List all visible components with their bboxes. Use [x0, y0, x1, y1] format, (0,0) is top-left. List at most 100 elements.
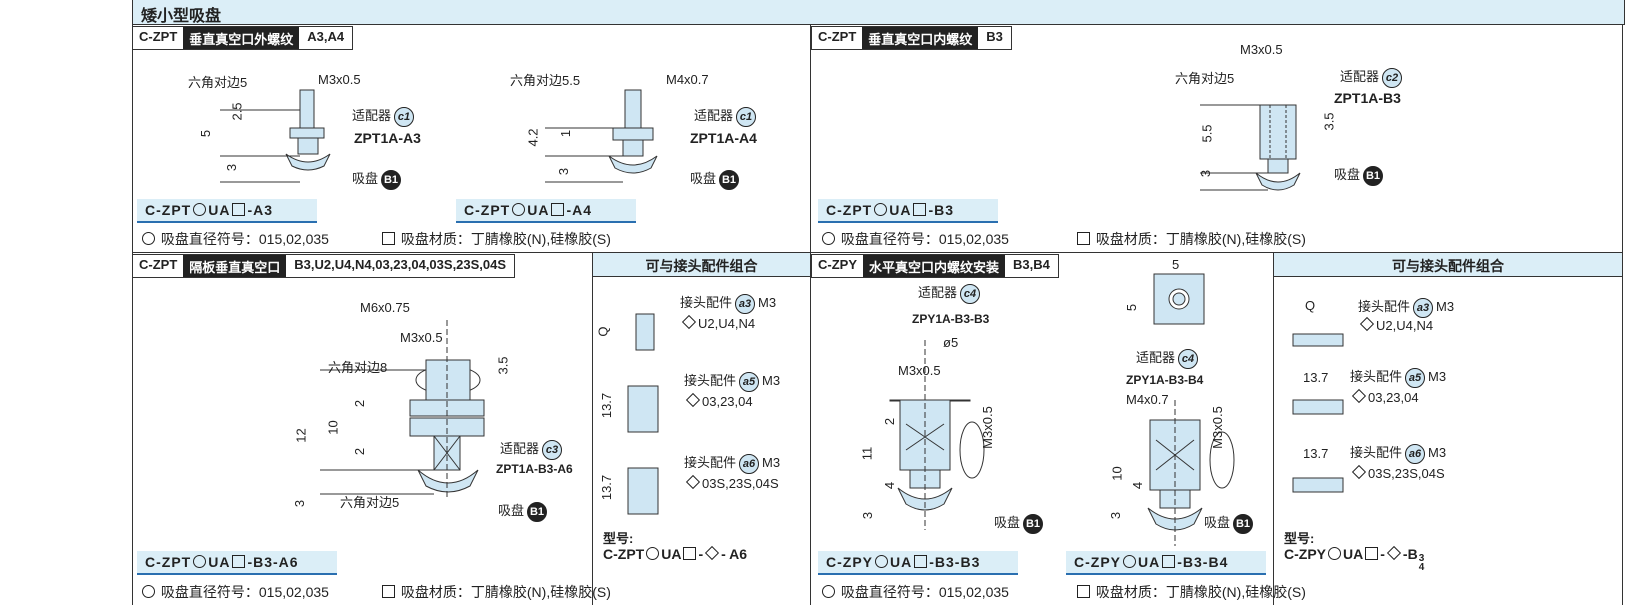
panel-code: C-ZPT: [812, 27, 863, 49]
dim-2a: 2: [352, 399, 368, 408]
fitting-a6-codes-left: 03S,23S,04S: [684, 474, 779, 491]
badge-b1-icon: B1: [1023, 513, 1044, 534]
dim-3-5b: 3.5: [495, 356, 511, 375]
note-text: 吸盘材质：丁腈橡胶(N),硅橡胶(S): [400, 584, 611, 600]
panel-variants: A3,A4: [307, 29, 345, 44]
circle-symbol-icon: [142, 232, 155, 245]
label-zpt1a-a3: ZPT1A-A3: [354, 130, 421, 146]
box-symbol-icon: [683, 547, 697, 560]
panel-code: C-ZPY: [812, 255, 863, 277]
dim-4a: 4: [882, 481, 898, 490]
panel-header-p1: C-ZPT 垂直真空口外螺纹 A3,A4: [132, 26, 354, 50]
model-ua: UA: [208, 554, 231, 570]
panel-name: 垂直真空口外螺纹: [183, 27, 300, 49]
model-prefix: C-ZPT: [145, 202, 192, 218]
model-dash: -: [698, 546, 704, 562]
dim-2c: 2: [882, 417, 898, 426]
model-ua: UA: [1343, 546, 1364, 562]
dim-q-left: Q: [595, 326, 611, 337]
box-symbol-icon: [1077, 232, 1090, 245]
section-title: 矮小型吸盘: [141, 8, 222, 25]
badge-c4-icon: c4: [960, 283, 981, 304]
pad-text: 吸盘: [994, 515, 1021, 530]
fitting-a5-codes-right: 03,23,04: [1350, 388, 1419, 405]
dim-3d: 3: [292, 499, 308, 508]
panel-header-p4: C-ZPY 水平真空口内螺纹安装 B3,B4: [811, 254, 1059, 278]
dim-2-5: 2.5: [229, 102, 245, 121]
model-suffix: -A3: [247, 202, 274, 218]
label-hex8: 六角对边8: [328, 360, 388, 375]
label-hex55: 六角对边5.5: [510, 73, 581, 88]
pad-text: 吸盘: [1204, 515, 1231, 530]
adapter-text: 适配器: [1340, 69, 1380, 84]
label-hex5-b3: 六角对边5: [1175, 71, 1235, 86]
label-zpt1a-b3: ZPT1A-B3: [1334, 90, 1401, 106]
fitting-a3-codes-right: U2,U4,N4: [1358, 316, 1433, 333]
label-zpt1a-b3a6: ZPT1A-B3-A6: [496, 462, 573, 476]
circle-symbol-icon: [822, 232, 835, 245]
dim-10: 10: [325, 420, 341, 435]
model-ua: UA: [208, 202, 231, 218]
type-code-left: C-ZPT UA- - A6: [603, 545, 748, 562]
fitting-text: 接头配件: [1358, 299, 1411, 314]
thread-text: M3: [758, 295, 777, 310]
drawing-zpy-b3: [889, 340, 985, 530]
drawing-a4: [545, 89, 658, 183]
frame-left: [132, 24, 133, 605]
model-suffix: -B: [1402, 546, 1418, 562]
model-suffix: -A4: [566, 202, 593, 218]
label-m3-p4: M3x0.5: [898, 363, 941, 378]
dim-11: 11: [859, 446, 875, 461]
model-suffix: - A6: [721, 546, 748, 562]
label-m3-b3: M3x0.5: [1240, 42, 1283, 57]
badge-b1-icon: B1: [381, 169, 402, 190]
box-symbol-icon: [914, 555, 928, 568]
combo-right-divider: [1273, 252, 1274, 605]
dim-12: 12: [293, 428, 309, 443]
dim-5: 5: [198, 129, 214, 138]
panel-name: 水平真空口内螺纹安装: [863, 255, 1006, 277]
model-prefix: C-ZPT: [145, 554, 192, 570]
model-code-a3: C-ZPT UA -A3: [137, 199, 317, 223]
fitting-drawings-right: [1292, 333, 1344, 493]
fitting-a6-codes-right: 03S,23S,04S: [1350, 464, 1445, 481]
diamond-symbol-icon: [1351, 464, 1367, 480]
fitting-text: 接头配件: [684, 373, 737, 388]
panel-code: C-ZPT: [133, 27, 184, 49]
model-prefix: C-ZPT: [603, 546, 645, 562]
panel-variants: B3,B4: [1013, 257, 1050, 272]
circle-symbol-icon: [646, 547, 660, 560]
circle-symbol-icon: [142, 585, 155, 598]
badge-c1-icon: c1: [394, 106, 415, 127]
note-text: 吸盘材质：丁腈橡胶(N),硅橡胶(S): [1095, 584, 1306, 600]
pad-text: 吸盘: [1334, 167, 1361, 182]
badge-b1-icon: B1: [1233, 513, 1254, 534]
dim-10b: 10: [1109, 466, 1125, 481]
adapter-text: 适配器: [352, 108, 392, 123]
model-suffix: -B3-B3: [929, 554, 981, 570]
badge-a5-icon: a5: [1405, 367, 1426, 388]
panel-variants: B3,U2,U4,N4,03,23,04,03S,23S,04S: [294, 257, 507, 272]
box-symbol-icon: [1077, 585, 1090, 598]
combo-header-left: 可与接头配件组合: [593, 253, 810, 277]
box-symbol-icon: [1162, 555, 1176, 568]
adapter-text: 适配器: [1136, 350, 1176, 365]
pad-text: 吸盘: [352, 171, 379, 186]
model-ua: UA: [661, 546, 682, 562]
pad-text: 吸盘: [690, 171, 717, 186]
model-suffix: -B3: [928, 202, 955, 218]
badge-a3-icon: a3: [735, 293, 756, 314]
model-prefix: C-ZPY: [1284, 546, 1326, 562]
note-material-p3: 吸盘材质：丁腈橡胶(N),硅橡胶(S): [380, 582, 611, 602]
